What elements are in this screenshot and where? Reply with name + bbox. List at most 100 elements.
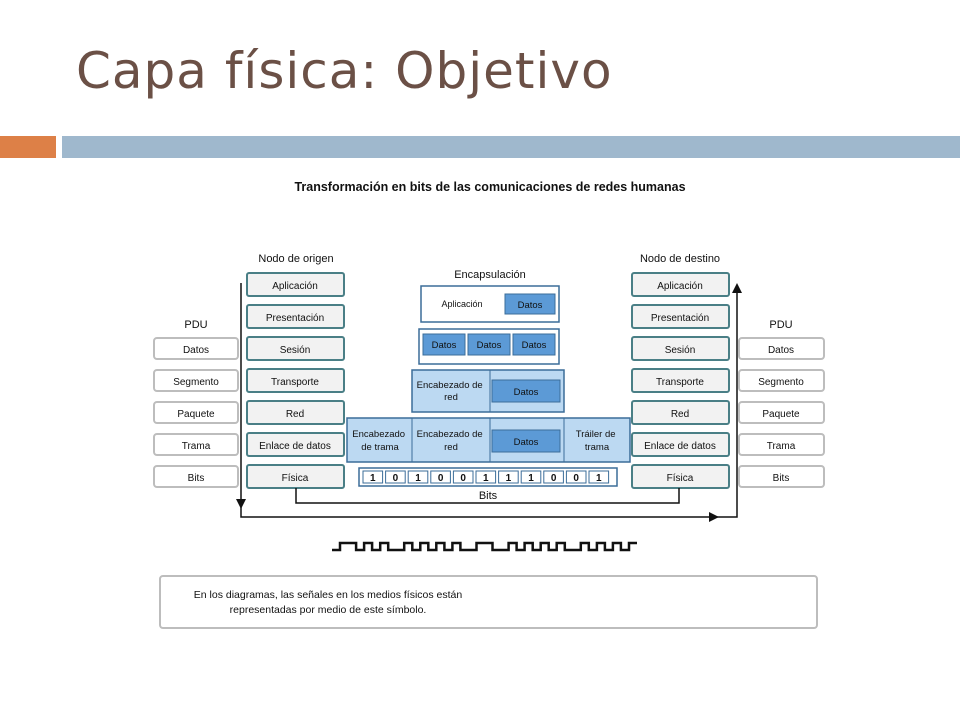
pdu-box	[153, 369, 239, 392]
encap-packet-row: Encabezado de red Datos	[411, 369, 565, 413]
dest-layer-label: Enlace de datos	[644, 441, 716, 452]
encap-frame	[346, 417, 631, 463]
pdu-label: Datos	[183, 345, 209, 356]
up-arrow-dest	[717, 283, 742, 518]
source-layer-label: Red	[286, 409, 304, 420]
source-layer-label: Aplicación	[272, 281, 318, 292]
encap-data-label: Datos	[518, 300, 543, 311]
dest-layer-label: Red	[671, 409, 689, 420]
pdu-label: Datos	[768, 345, 794, 356]
source-layer-label: Física	[282, 473, 309, 484]
encap-segment-box	[422, 333, 466, 356]
source-layer-label: Transporte	[271, 377, 319, 388]
bit-value: 1	[415, 473, 421, 484]
bit-cell	[543, 470, 564, 484]
source-layer-box	[246, 400, 345, 425]
encap-frame-header-label: Encabezado de trama	[352, 429, 407, 453]
accent-bar-blue	[62, 136, 960, 158]
encap-frame-trailer-label: Tráiler de trama	[576, 429, 618, 453]
dest-layer-stack: Aplicación Presentación Sesión Transport…	[631, 272, 730, 489]
diagram-heading: Transformación en bits de las comunicaci…	[294, 180, 685, 194]
encap-frame-header-line2: de trama	[361, 442, 399, 453]
pdu-label-right: PDU	[769, 319, 792, 331]
source-layer-label: Enlace de datos	[259, 441, 331, 452]
bits-label: Bits	[479, 490, 498, 502]
dest-layer-label: Sesión	[665, 345, 696, 356]
encap-segment-row: Datos Datos Datos	[418, 328, 560, 365]
pdu-label: Segmento	[758, 377, 804, 388]
encap-frame-data-label: Datos	[514, 437, 539, 448]
bit-value: 1	[506, 473, 512, 484]
encap-data-box	[504, 293, 556, 315]
bit-value: 1	[370, 473, 376, 484]
encap-application-row: Aplicación Datos	[420, 285, 560, 323]
physical-to-physical-connector	[295, 488, 680, 504]
source-layer-label: Presentación	[266, 313, 324, 324]
bit-cell	[565, 470, 587, 484]
dest-layer-box	[631, 368, 730, 393]
legend-box	[159, 575, 818, 629]
pdu-box	[153, 433, 239, 456]
dest-layer-label: Aplicación	[657, 281, 703, 292]
encap-segment-label: Datos	[477, 340, 502, 351]
source-layer-label: Sesión	[280, 345, 311, 356]
bit-cell	[588, 470, 610, 484]
pdu-box	[738, 465, 825, 488]
pdu-label: Segmento	[173, 377, 219, 388]
pdu-label: Paquete	[177, 409, 215, 420]
pdu-label: Trama	[767, 441, 796, 452]
pdu-box	[738, 369, 825, 392]
bit-cell	[430, 470, 451, 484]
pdu-stack-left: Datos Segmento Paquete Trama Bits	[153, 337, 239, 488]
bit-value: 0	[460, 473, 466, 484]
dest-layer-box	[631, 464, 730, 489]
source-layer-stack: Aplicación Presentación Sesión Transport…	[246, 272, 345, 489]
legend-text-line2: representadas por medio de este símbolo.	[230, 604, 427, 616]
encap-segment-label: Datos	[522, 340, 547, 351]
bit-value: 1	[528, 473, 534, 484]
bit-value: 0	[438, 473, 444, 484]
pdu-label: Trama	[182, 441, 211, 452]
dest-layer-box	[631, 272, 730, 297]
encap-segment-box	[467, 333, 511, 356]
encap-frame-trailer-line2: trama	[585, 442, 610, 453]
dest-layer-box	[631, 432, 730, 457]
encap-frame-network-label: Encabezado de red	[417, 429, 486, 453]
encap-frame-network-line1: Encabezado de	[417, 429, 483, 440]
encap-packet-data-label: Datos	[514, 387, 539, 398]
encap-frame-header-line1: Encabezado	[352, 429, 405, 440]
encap-frame-row: Encabezado de trama Encabezado de red Da…	[346, 417, 631, 463]
pdu-label: Bits	[188, 473, 205, 484]
pdu-box	[153, 465, 239, 488]
bit-cell	[498, 470, 519, 484]
encap-application-label: Aplicación	[441, 299, 482, 309]
slide-title: Capa física: Objetivo	[76, 42, 613, 100]
source-layer-box	[246, 304, 345, 329]
pdu-box	[153, 337, 239, 360]
legend-text-line1: En los diagramas, las señales en los med…	[194, 589, 463, 601]
pdu-box	[738, 433, 825, 456]
bit-cell	[452, 470, 474, 484]
source-layer-box	[246, 336, 345, 361]
encap-segment-label: Datos	[432, 340, 457, 351]
source-layer-box	[246, 432, 345, 457]
dest-layer-box	[631, 304, 730, 329]
pdu-stack-right: Datos Segmento Paquete Trama Bits	[738, 337, 825, 488]
bit-value: 1	[596, 473, 602, 484]
pdu-box	[738, 401, 825, 424]
encap-packet-data-box	[491, 379, 561, 403]
encap-frame-trailer-line1: Tráiler de	[576, 429, 616, 440]
pdu-label: Paquete	[762, 409, 800, 420]
source-bottom-connector	[240, 507, 719, 522]
dest-node-label: Nodo de destino	[640, 253, 720, 265]
bit-value: 0	[551, 473, 557, 484]
signal-waveform	[332, 541, 637, 552]
pdu-label: Bits	[773, 473, 790, 484]
dest-layer-box	[631, 336, 730, 361]
source-layer-box	[246, 368, 345, 393]
encap-frame-network-line2: red	[444, 442, 458, 453]
bit-cell	[385, 470, 406, 484]
bit-cell	[407, 470, 429, 484]
